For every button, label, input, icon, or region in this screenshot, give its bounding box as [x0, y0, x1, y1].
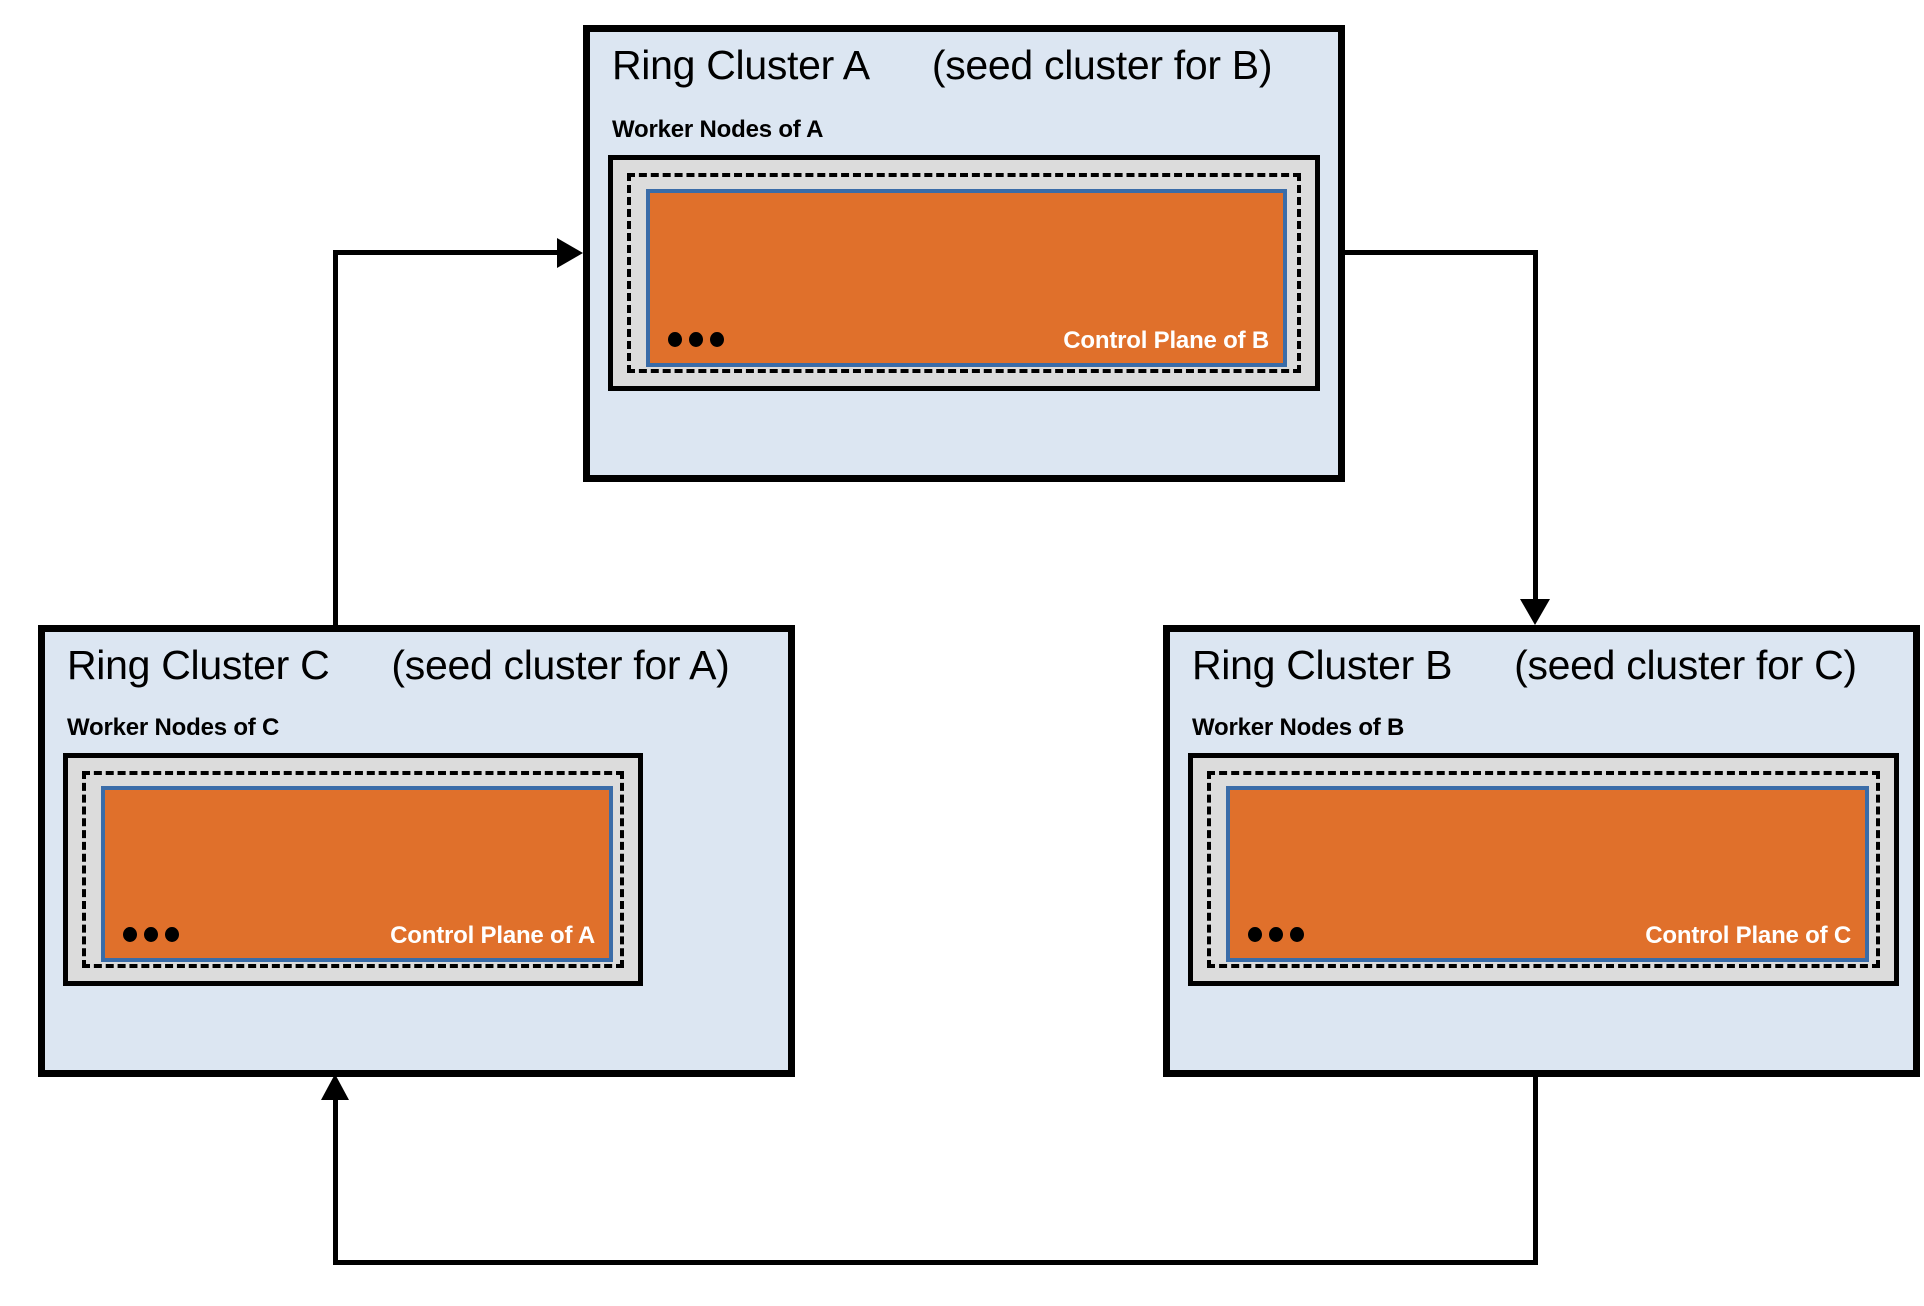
- cluster-c-control-plane-box[interactable]: Control Plane of A: [101, 786, 613, 962]
- cluster-a-subtitle: (seed cluster for B): [931, 42, 1273, 88]
- cluster-a-header: Ring Cluster A (seed cluster for B): [612, 42, 1273, 89]
- cluster-c-control-plane-label: Control Plane of A: [390, 922, 595, 949]
- cluster-a-control-plane-box[interactable]: Control Plane of B: [646, 189, 1287, 367]
- ring-cluster-c[interactable]: Ring Cluster C (seed cluster for A) Work…: [38, 625, 795, 1077]
- ring-cluster-a[interactable]: Ring Cluster A (seed cluster for B) Work…: [583, 25, 1345, 482]
- cluster-a-worker-box[interactable]: Control Plane of B: [608, 155, 1320, 391]
- cluster-a-ellipsis-icon: [668, 332, 724, 347]
- connector-b-to-c-vertical-left: [333, 1100, 338, 1265]
- cluster-c-ellipsis-icon: [123, 927, 179, 942]
- connector-c-to-a-horizontal: [333, 250, 561, 255]
- ring-cluster-b[interactable]: Ring Cluster B (seed cluster for C) Work…: [1163, 625, 1920, 1077]
- arrowhead-into-cluster-c-icon: [321, 1074, 349, 1100]
- arrowhead-into-cluster-b-icon: [1520, 599, 1550, 625]
- connector-b-to-c-vertical-right: [1533, 1072, 1538, 1265]
- connector-a-to-b-vertical: [1533, 250, 1538, 605]
- cluster-b-dashed-boundary: [1207, 771, 1880, 968]
- cluster-c-subtitle: (seed cluster for A): [391, 642, 730, 688]
- cluster-b-control-plane-box[interactable]: Control Plane of C: [1226, 786, 1869, 962]
- connector-a-to-b-horizontal: [1345, 250, 1538, 255]
- cluster-b-control-plane-label: Control Plane of C: [1645, 922, 1851, 949]
- cluster-c-dashed-boundary: [82, 771, 624, 968]
- cluster-b-worker-nodes-label: Worker Nodes of B: [1192, 714, 1405, 741]
- connector-b-to-c-horizontal: [333, 1260, 1538, 1265]
- cluster-b-header: Ring Cluster B (seed cluster for C): [1192, 642, 1857, 689]
- connector-c-to-a-vertical: [333, 250, 338, 650]
- cluster-b-title: Ring Cluster B: [1192, 642, 1453, 688]
- arrowhead-into-cluster-a-icon: [557, 238, 583, 268]
- cluster-c-worker-box[interactable]: Control Plane of A: [63, 753, 643, 986]
- cluster-c-worker-nodes-label: Worker Nodes of C: [67, 714, 280, 741]
- cluster-c-title: Ring Cluster C: [67, 642, 330, 688]
- cluster-a-dashed-boundary: [627, 173, 1301, 373]
- cluster-b-ellipsis-icon: [1248, 927, 1304, 942]
- cluster-a-title: Ring Cluster A: [612, 42, 870, 88]
- cluster-b-worker-box[interactable]: Control Plane of C: [1188, 753, 1899, 986]
- cluster-a-worker-nodes-label: Worker Nodes of A: [612, 116, 824, 143]
- cluster-c-header: Ring Cluster C (seed cluster for A): [67, 642, 730, 689]
- cluster-a-control-plane-label: Control Plane of B: [1063, 327, 1269, 354]
- cluster-b-subtitle: (seed cluster for C): [1514, 642, 1857, 688]
